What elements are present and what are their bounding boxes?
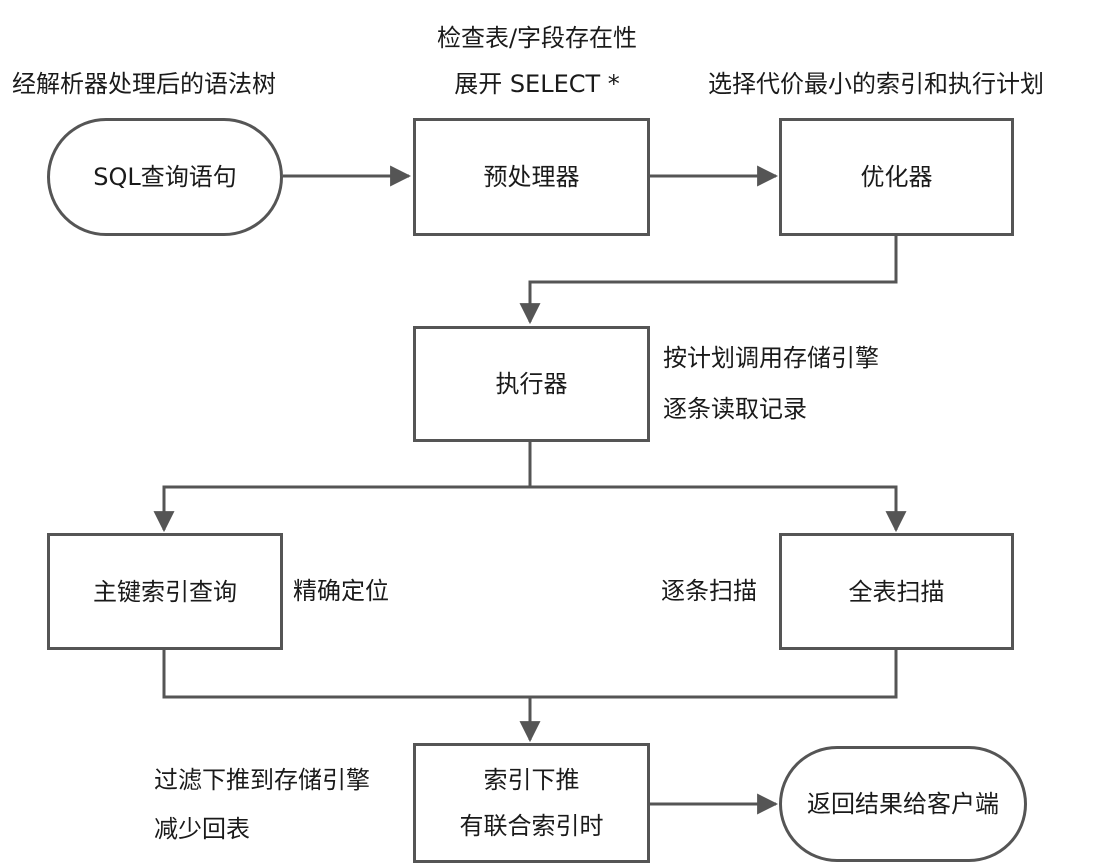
pk-lookup-label: 主键索引查询 (93, 577, 237, 606)
executor-label: 执行器 (495, 370, 568, 398)
full-scan-label: 全表扫描 (848, 577, 945, 606)
icp-label-line1: 索引下推 (483, 766, 580, 794)
arrow-split-to-full-scan (530, 485, 907, 533)
optimizer-note: 选择代价最小的索引和执行计划 (708, 70, 1044, 98)
pk-lookup-node: 主键索引查询 (47, 533, 283, 650)
pk-lookup-note: 精确定位 (293, 577, 389, 605)
arrow-optimizer-to-executor (519, 235, 898, 325)
parser-note: 经解析器处理后的语法树 (12, 70, 276, 98)
preprocessor-note-line2: 展开 SELECT * (454, 70, 620, 98)
sql-query-node: SQL查询语句 (47, 118, 283, 236)
preprocessor-label: 预处理器 (483, 163, 580, 191)
return-client-node: 返回结果给客户端 (779, 746, 1027, 862)
connector-pk-to-merge (162, 649, 530, 699)
full-scan-note: 逐条扫描 (661, 577, 757, 605)
optimizer-node: 优化器 (779, 118, 1014, 236)
full-scan-node: 全表扫描 (779, 533, 1014, 650)
executor-note-line2: 逐条读取记录 (663, 395, 807, 423)
executor-note-line1: 按计划调用存储引擎 (663, 344, 879, 372)
arrow-split-to-pk-lookup (153, 485, 530, 533)
icp-label-line2: 有联合索引时 (459, 812, 604, 840)
icp-node: 索引下推 有联合索引时 (413, 743, 650, 863)
icp-note-line2: 减少回表 (154, 815, 250, 843)
icp-note-line1: 过滤下推到存储引擎 (154, 766, 370, 794)
preprocessor-node: 预处理器 (413, 118, 650, 236)
sql-query-label: SQL查询语句 (93, 163, 237, 191)
optimizer-label: 优化器 (860, 163, 933, 191)
connector-scan-to-merge (530, 649, 898, 699)
preprocessor-note-line1: 检查表/字段存在性 (436, 24, 638, 52)
executor-node: 执行器 (413, 326, 650, 442)
return-client-label: 返回结果给客户端 (807, 790, 999, 818)
